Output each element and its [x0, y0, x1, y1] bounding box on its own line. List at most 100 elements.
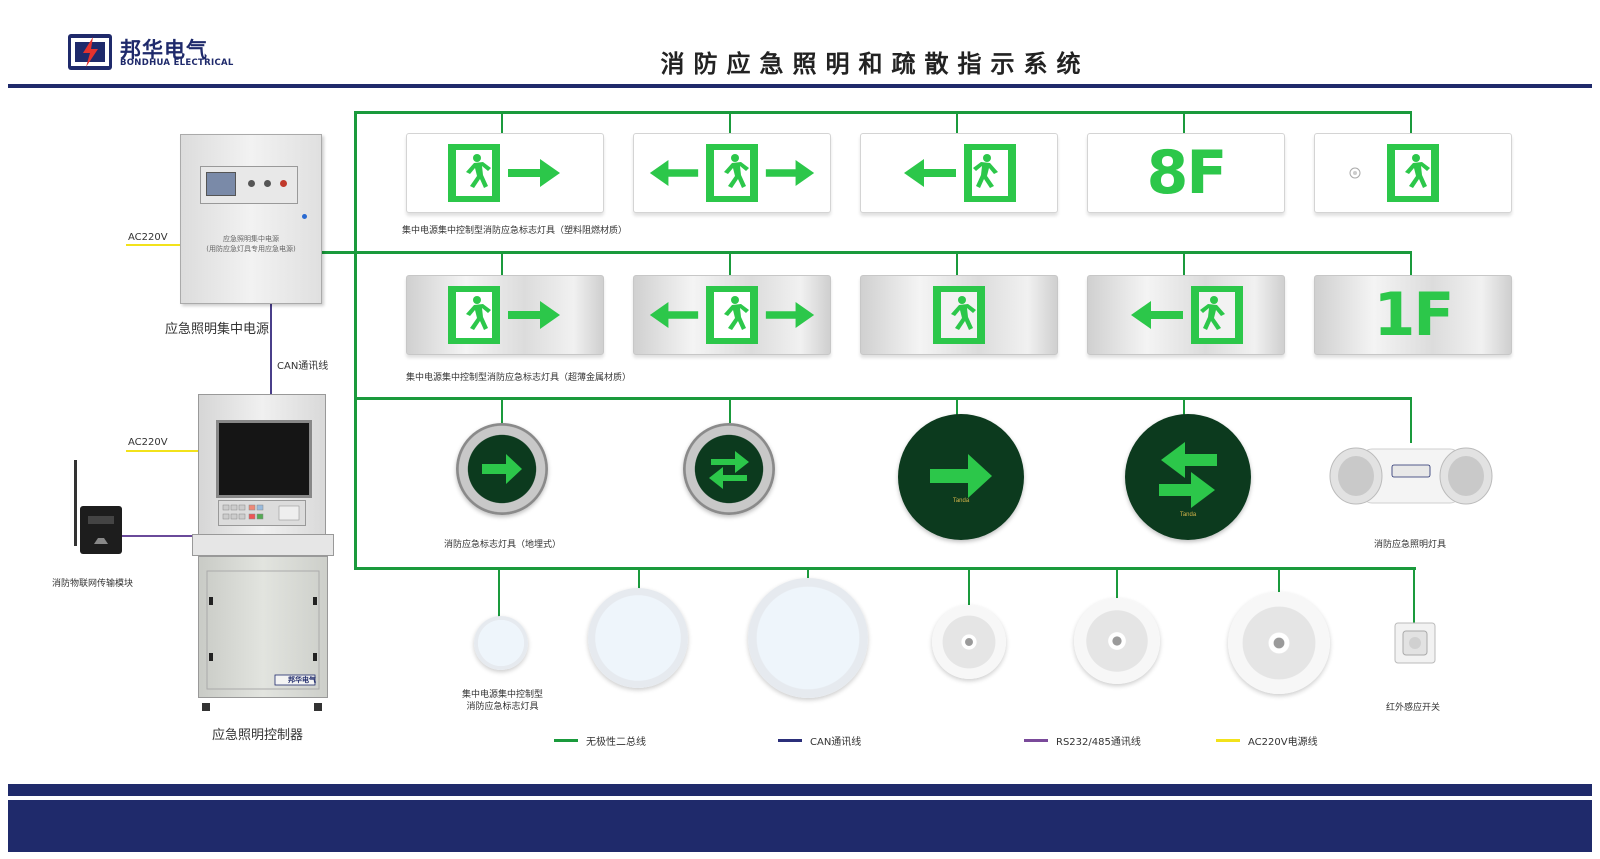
running-man-icon — [1191, 286, 1243, 344]
brand-mark: Tanda — [1180, 512, 1197, 518]
controller-desk — [192, 534, 334, 556]
arrow-right-icon — [482, 454, 522, 484]
legend-swatch-ac220v — [1216, 739, 1240, 742]
bus-drop — [729, 251, 731, 275]
bus-drop — [956, 251, 958, 275]
plastic-sign-exit — [1314, 133, 1512, 213]
controller-input-label: AC220V — [128, 437, 168, 448]
ground-sign-bidirectional-large: Tanda — [1125, 414, 1251, 540]
can-wire — [270, 302, 272, 394]
brand-mark: Tanda — [953, 498, 970, 504]
plastic-sign-exit-right — [406, 133, 604, 213]
floor-number: 8F — [1146, 138, 1228, 208]
metal-sign-left-exit — [1087, 275, 1285, 355]
metal-sign-floor: 1F — [1314, 275, 1512, 355]
iot-module-label: 消防物联网传输模块 — [52, 579, 134, 589]
ground-sign-bidirectional — [683, 423, 775, 515]
arrow-right-icon: Tanda — [930, 454, 992, 504]
plastic-sign-floor: 8F — [1087, 133, 1285, 213]
ground-sign-right — [456, 423, 548, 515]
bus-row-4 — [354, 567, 1416, 570]
panel-text-line: (用防应急灯具专用应急电源) — [206, 245, 296, 253]
legend-label-ac220v: AC220V电源线 — [1248, 737, 1318, 748]
running-man-icon — [448, 286, 500, 344]
power-supply-panel-text: 应急照明集中电源 (用防应急灯具专用应急电源) — [196, 234, 306, 254]
emergency-light-label: 消防应急照明灯具 — [1374, 540, 1447, 550]
plastic-signs-label: 集中电源集中控制型消防应急标志灯具（塑料阻燃材质） — [402, 226, 628, 236]
arrow-left-icon — [649, 160, 699, 186]
bus-drop — [968, 567, 970, 605]
ground-signs-label: 消防应急标志灯具（地埋式） — [444, 540, 562, 550]
bus-vertical-main — [354, 111, 357, 569]
bus-row-3 — [354, 397, 1412, 400]
bus-drop — [1183, 251, 1185, 275]
controller-screen — [216, 420, 312, 498]
bus-drop — [1183, 397, 1185, 415]
plastic-sign-exit-both — [633, 133, 831, 213]
running-man-icon — [706, 144, 758, 202]
running-man-icon — [448, 144, 500, 202]
knob-icon — [248, 180, 255, 187]
bus-drop — [1410, 111, 1412, 133]
arrow-left-icon — [904, 159, 956, 187]
knob-icon — [280, 180, 287, 187]
bus-drop — [1116, 567, 1118, 599]
knob-icon — [264, 180, 271, 187]
bus-drop — [1413, 567, 1415, 623]
running-man-icon — [964, 144, 1016, 202]
power-supply-label: 应急照明集中电源 — [165, 322, 270, 337]
running-man-icon — [1387, 144, 1439, 202]
page-title: 消防应急照明和疏散指示系统 — [660, 50, 1090, 78]
power-supply-cabinet — [180, 134, 322, 304]
ceiling-panel-light-large — [748, 578, 868, 698]
ceiling-sign-label-line-2: 消防应急标志灯具 — [466, 702, 539, 712]
arrow-right-icon — [508, 159, 560, 187]
metal-sign-exit — [860, 275, 1058, 355]
power-supply-display — [206, 172, 236, 196]
controller-cabinet-base — [198, 556, 328, 698]
arrow-left-icon — [1131, 301, 1183, 329]
bus-drop — [729, 397, 731, 423]
power-supply-input-label: AC220V — [128, 232, 168, 243]
bus-row-1 — [354, 111, 1412, 114]
metal-signs-label: 集中电源集中控制型消防应急标志灯具（超薄金属材质） — [406, 373, 632, 383]
bus-drop — [956, 111, 958, 133]
header-rule — [8, 84, 1592, 88]
arrow-right-icon — [765, 160, 815, 186]
downlight — [1074, 598, 1160, 684]
bus-drop — [807, 567, 809, 581]
legend-swatch-can — [778, 739, 802, 742]
controller-keypad — [218, 500, 306, 526]
legend-label-can: CAN通讯线 — [810, 737, 862, 748]
indicator-led-icon — [302, 214, 307, 219]
bus-drop — [501, 251, 503, 275]
can-link-label: CAN通讯线 — [277, 361, 329, 372]
bus-drop — [1410, 397, 1412, 443]
brand-logo-icon — [68, 34, 112, 70]
bus-drop — [498, 567, 500, 621]
bus-drop — [956, 397, 958, 415]
sensor-icon — [1349, 167, 1361, 179]
controller-brand-plate: 邦华电气 — [288, 676, 316, 684]
iot-module-device — [80, 506, 122, 554]
emergency-light-device — [1328, 443, 1494, 509]
bus-drop — [1278, 567, 1280, 595]
infrared-sensor-switch — [1394, 622, 1436, 664]
bus-row-2 — [320, 251, 1412, 254]
ground-sign-right-large: Tanda — [898, 414, 1024, 540]
downlight — [1228, 592, 1330, 694]
legend-label-rs485: RS232/485通讯线 — [1056, 737, 1141, 748]
controller-feet — [198, 696, 326, 711]
bus-drop — [729, 111, 731, 133]
metal-sign-exit-right — [406, 275, 604, 355]
arrow-right-icon — [508, 301, 560, 329]
brand-name-en: BONDHUA ELECTRICAL — [120, 58, 234, 68]
running-man-icon — [933, 286, 985, 344]
floor-number: 1F — [1373, 280, 1455, 350]
downlight — [932, 605, 1006, 679]
plastic-sign-left-exit — [860, 133, 1058, 213]
arrow-bidirectional-icon — [709, 451, 749, 489]
bus-drop — [1183, 111, 1185, 133]
antenna-icon — [74, 460, 77, 546]
sensor-switch-label: 红外感应开关 — [1386, 703, 1441, 713]
